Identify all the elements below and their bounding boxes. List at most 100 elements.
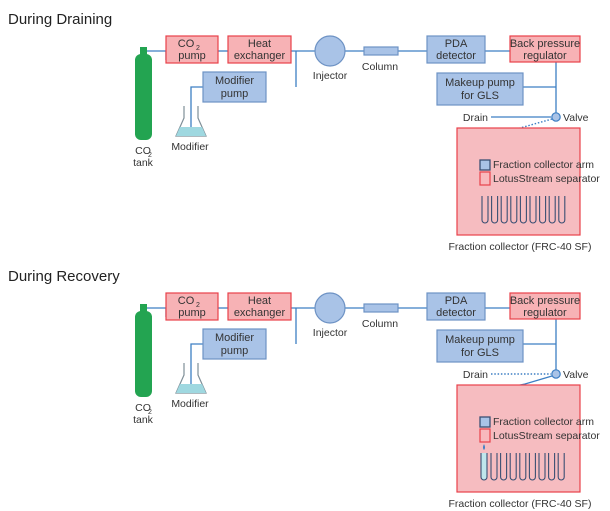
column-shape: [363, 46, 399, 56]
collector-arm-block: [479, 159, 491, 171]
drain-label: Drain: [463, 112, 488, 124]
pipe-bottle-to-modifier: [190, 343, 203, 385]
makeup-pump-box: [436, 72, 524, 106]
co2-tank-valve: [140, 304, 147, 313]
pda-detector-line2: detector: [436, 307, 476, 319]
pda-detector-line2: detector: [436, 50, 476, 62]
co2-pump-sub: 2: [196, 302, 200, 309]
tube: [529, 196, 537, 224]
heat-exchanger-line2: exchanger: [234, 50, 286, 62]
modifier-pump-line1: Modifier: [215, 332, 254, 344]
co2-tank-label: CO: [135, 402, 151, 414]
droplet-icon: [483, 444, 485, 450]
fraction-collector-label: Fraction collector (FRC-40 SF): [449, 498, 592, 510]
tube: [539, 196, 547, 224]
section-title: During Draining: [8, 11, 112, 28]
tube: [548, 453, 556, 481]
makeup-pump-line2: for GLS: [461, 347, 499, 359]
pda-detector-box: [426, 35, 486, 64]
drain-label: Drain: [463, 369, 488, 381]
separator-label: LotusStream separator: [493, 173, 600, 185]
co2-tank: [135, 311, 152, 397]
valve-label: Valve: [563, 112, 589, 124]
fraction-collector-box: [456, 127, 581, 236]
tube: [510, 196, 518, 224]
co2-tank-label-sub: 2: [148, 152, 152, 159]
pda-detector-line1: PDA: [445, 295, 468, 307]
modifier-pump-box: [202, 328, 267, 360]
tube: [519, 196, 527, 224]
back-pressure-regulator-line1: Back pressure: [510, 295, 580, 307]
back-pressure-regulator-line1: Back pressure: [510, 38, 580, 50]
column-shape: [363, 303, 399, 313]
back-pressure-regulator-box: [509, 292, 581, 320]
pipe-bottle-to-modifier: [190, 86, 203, 128]
back-pressure-regulator-line2: regulator: [523, 307, 567, 319]
tube: [528, 453, 536, 481]
column-label: Column: [362, 318, 398, 330]
heat-exchanger-line2: exchanger: [234, 307, 286, 319]
heat-exchanger-box: [227, 35, 292, 64]
collector-arm-label: Fraction collector arm: [493, 159, 594, 171]
modifier-pump-line2: pump: [221, 345, 249, 357]
injector-label: Injector: [313, 70, 348, 82]
modifier-pump-line1: Modifier: [215, 75, 254, 87]
tube: [558, 196, 566, 224]
separator-block: [479, 171, 491, 186]
tube: [500, 453, 508, 481]
tube: [548, 196, 556, 224]
fraction-collector-label: Fraction collector (FRC-40 SF): [449, 241, 592, 253]
makeup-pump-line1: Makeup pump: [445, 334, 515, 346]
co2-pump-line2: pump: [178, 307, 206, 319]
valve-label: Valve: [563, 369, 589, 381]
tube: [557, 453, 565, 481]
heat-exchanger-box: [227, 292, 292, 321]
injector-circle: [314, 292, 346, 324]
pda-detector-box: [426, 292, 486, 321]
makeup-pump-line1: Makeup pump: [445, 77, 515, 89]
co2-pump-box: [165, 35, 219, 64]
co2-pump-line1: CO: [178, 295, 195, 307]
separator-block: [479, 428, 491, 443]
modifier-label: Modifier: [171, 398, 209, 410]
injector-label: Injector: [313, 327, 348, 339]
modifier-pump-box: [202, 71, 267, 103]
column-label: Column: [362, 61, 398, 73]
co2-pump-line1: CO: [178, 38, 195, 50]
section-title: During Recovery: [8, 268, 120, 285]
co2-tank: [135, 54, 152, 140]
modifier-liquid: [176, 384, 206, 393]
injector-circle: [314, 35, 346, 67]
collection-tubes: [481, 196, 566, 224]
tube: [481, 196, 489, 224]
co2-pump-line2: pump: [178, 50, 206, 62]
co2-tank-label: CO: [135, 145, 151, 157]
co2-tank-label-line2: tank: [133, 414, 154, 426]
makeup-pump-line2: for GLS: [461, 90, 499, 102]
heat-exchanger-line1: Heat: [248, 295, 271, 307]
valve-circle: [551, 112, 561, 122]
tube: [538, 453, 546, 481]
modifier-pump-line2: pump: [221, 88, 249, 100]
collection-tubes: [490, 453, 565, 481]
modifier-liquid: [176, 127, 206, 136]
tube: [519, 453, 527, 481]
co2-tank-label-line2: tank: [133, 157, 154, 169]
receiving-tube: [480, 453, 488, 481]
co2-tank-label-sub: 2: [148, 409, 152, 416]
co2-pump-box: [165, 292, 219, 321]
pda-detector-line1: PDA: [445, 38, 468, 50]
co2-tank-valve: [140, 47, 147, 56]
tube: [500, 196, 508, 224]
tube: [509, 453, 517, 481]
valve-circle: [551, 369, 561, 379]
collector-arm-label: Fraction collector arm: [493, 416, 594, 428]
back-pressure-regulator-line2: regulator: [523, 50, 567, 62]
collector-arm-block: [479, 416, 491, 428]
tube: [491, 196, 499, 224]
heat-exchanger-line1: Heat: [248, 38, 271, 50]
separator-label: LotusStream separator: [493, 430, 600, 442]
